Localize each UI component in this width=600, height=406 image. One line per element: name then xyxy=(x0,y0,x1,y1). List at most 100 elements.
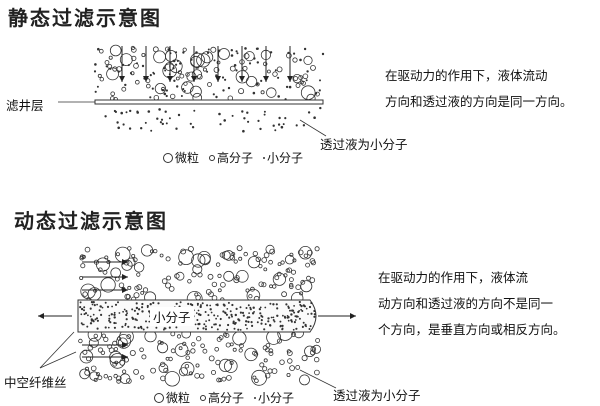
static-small-molecule xyxy=(299,58,302,62)
dynamic-polymer xyxy=(225,342,231,348)
fiber-small-molecule xyxy=(141,306,144,309)
fiber-small-molecule xyxy=(258,316,261,319)
fiber-small-molecule xyxy=(207,314,210,317)
fiber-small-molecule xyxy=(136,312,139,315)
fiber-small-molecule xyxy=(313,309,316,313)
fiber-small-molecule xyxy=(272,318,275,321)
dynamic-polymer xyxy=(252,375,257,380)
dynamic-polymer xyxy=(271,368,278,375)
static-polymer xyxy=(108,55,113,60)
fiber-small-molecule xyxy=(127,325,130,328)
static-small-molecule xyxy=(149,74,152,77)
fiber-small-molecule xyxy=(121,325,124,328)
dynamic-polymer xyxy=(118,282,125,288)
fiber-small-molecule xyxy=(276,307,279,310)
dynamic-polymer xyxy=(258,263,263,269)
static-small-molecule xyxy=(183,90,186,93)
fiber-small-molecule xyxy=(89,307,92,310)
fiber-small-molecule xyxy=(204,328,208,331)
static-small-molecule xyxy=(292,52,296,55)
fiber-small-molecule xyxy=(216,328,219,331)
dynamic-polymer xyxy=(233,277,240,284)
static-polymer xyxy=(152,46,159,53)
static-small-molecule xyxy=(129,72,133,75)
dynamic-polymer xyxy=(226,375,232,381)
static-permeate-small-molecule xyxy=(247,120,250,123)
dynamic-particle xyxy=(178,367,188,377)
dynamic-polymer xyxy=(126,334,132,340)
fiber-small-molecule xyxy=(197,322,200,326)
fiber-small-molecule xyxy=(195,312,198,315)
dynamic-polymer xyxy=(134,285,140,291)
dynamic-polymer xyxy=(165,356,170,361)
static-polymer xyxy=(99,76,104,82)
fiber-small-molecule xyxy=(204,310,207,313)
static-polymer xyxy=(243,53,250,60)
hollow-fiber-label: 中空纤维丝 xyxy=(4,375,67,390)
static-permeate-small-molecule xyxy=(231,114,234,117)
fiber-small-molecule xyxy=(108,314,111,317)
dynamic-polymer xyxy=(289,252,294,257)
fiber-small-molecule xyxy=(260,314,263,317)
fiber-leader-line xyxy=(39,351,77,369)
dynamic-polymer xyxy=(166,275,172,281)
dynamic-polymer xyxy=(283,273,288,278)
dynamic-polymer xyxy=(309,349,316,356)
dynamic-polymer xyxy=(238,256,243,261)
dynamic-polymer xyxy=(95,372,100,377)
fiber-small-molecule xyxy=(133,326,136,329)
static-small-molecule xyxy=(260,79,263,83)
dynamic-polymer xyxy=(187,245,194,252)
fiber-small-molecule xyxy=(227,323,230,327)
dynamic-polymer xyxy=(269,248,276,255)
static-permeate-small-molecule xyxy=(284,117,287,120)
dynamic-polymer xyxy=(229,342,234,347)
dynamic-title: 动态过滤示意图 xyxy=(14,209,168,233)
fiber-small-molecule xyxy=(114,303,118,306)
dynamic-particle xyxy=(221,250,231,260)
static-small-molecule xyxy=(175,85,179,88)
fiber-small-molecule xyxy=(302,321,305,324)
dynamic-particle xyxy=(158,363,169,373)
fiber-small-molecule xyxy=(110,313,114,316)
fiber-small-molecule xyxy=(83,313,86,316)
fiber-small-molecule xyxy=(113,316,116,319)
static-small-molecule xyxy=(206,70,209,73)
static-polymer xyxy=(121,86,127,92)
dynamic-polymer xyxy=(210,369,216,375)
static-title: 静态过滤示意图 xyxy=(8,6,162,30)
fiber-small-molecule xyxy=(304,323,307,326)
fiber-small-molecule xyxy=(131,308,134,311)
static-permeate-leader-line xyxy=(299,119,327,137)
fiber-small-molecule xyxy=(215,317,218,320)
fiber-small-molecule xyxy=(288,309,291,312)
dynamic-polymer xyxy=(268,348,274,354)
static-polymer xyxy=(286,52,292,59)
fiber-small-molecule xyxy=(245,306,248,309)
fiber-small-molecule xyxy=(155,326,158,329)
fiber-small-molecule xyxy=(247,320,250,323)
static-polymer xyxy=(255,82,260,87)
dynamic-polymer xyxy=(131,253,136,258)
dynamic-polymer xyxy=(117,336,122,341)
dynamic-polymer xyxy=(202,348,208,354)
dynamic-polymer xyxy=(262,366,268,372)
static-small-molecule xyxy=(269,51,273,54)
static-small-molecule xyxy=(182,51,185,54)
fiber-small-molecule xyxy=(89,315,92,318)
fiber-small-molecule xyxy=(98,309,101,312)
fiber-small-molecule xyxy=(298,317,301,320)
fiber-small-molecule xyxy=(80,313,83,316)
dynamic-polymer xyxy=(292,258,297,263)
dynamic-polymer xyxy=(115,252,120,257)
fiber-small-molecule xyxy=(264,306,267,309)
fiber-small-molecule xyxy=(124,324,127,327)
fiber-small-molecule xyxy=(290,313,293,316)
fiber-small-molecule xyxy=(239,306,242,309)
static-polymer xyxy=(133,63,139,69)
dynamic-polymer xyxy=(295,364,301,370)
static-polymer xyxy=(112,66,118,72)
static-permeate-small-molecule xyxy=(263,113,266,116)
static-small-molecule xyxy=(318,79,321,82)
dynamic-polymer xyxy=(103,374,108,379)
